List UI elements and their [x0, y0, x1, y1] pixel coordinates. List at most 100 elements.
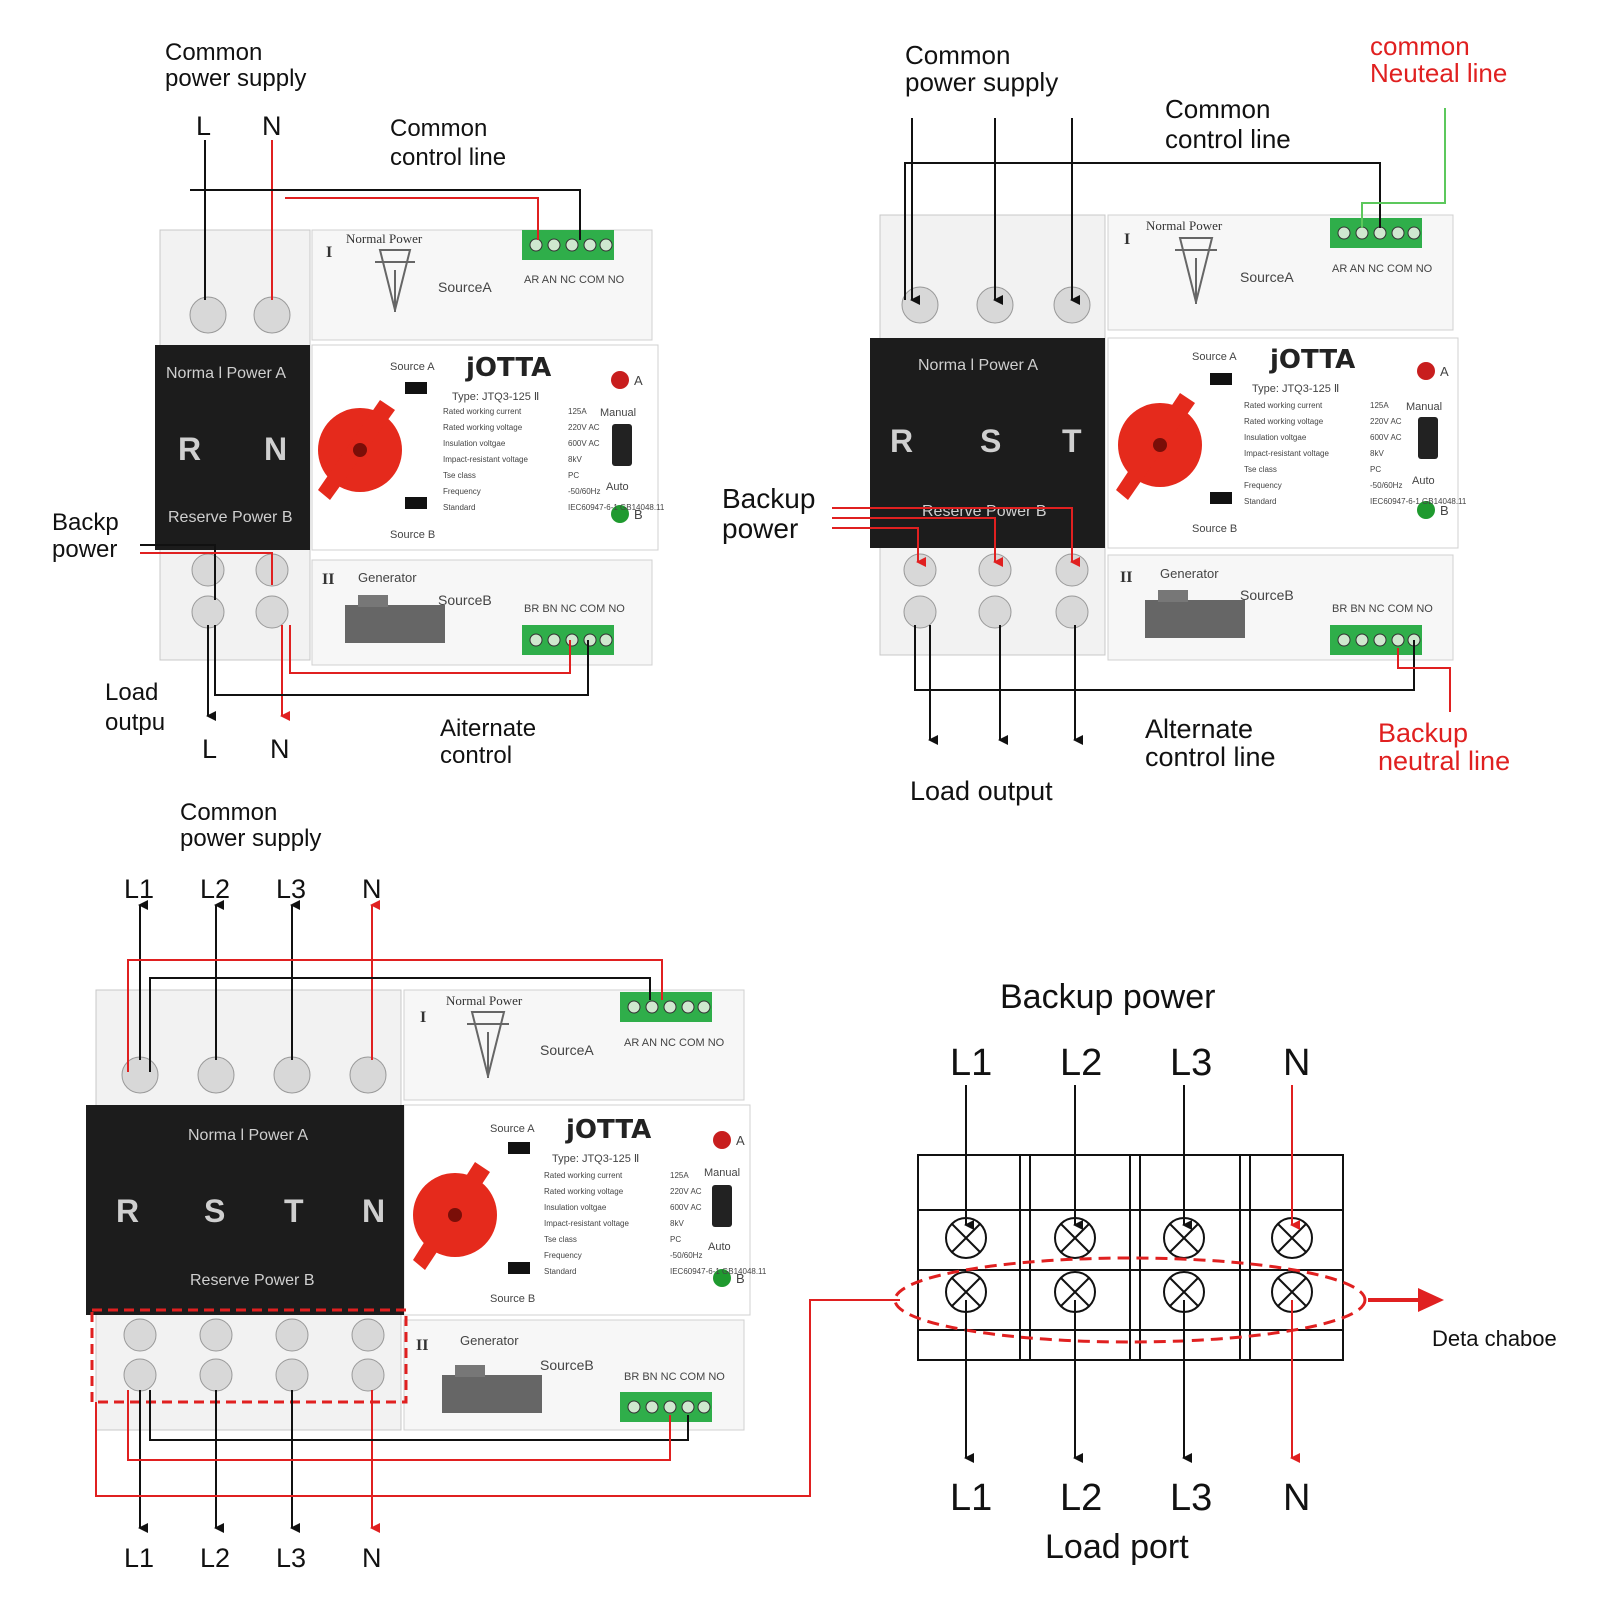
spec-name: Rated working voltage	[544, 1187, 624, 1196]
panel-3pole: Normal Power SourceA SourceB Generator A…	[722, 31, 1510, 806]
screw	[1055, 595, 1089, 629]
normal-power-a: Norma l Power A	[188, 1127, 308, 1144]
spec-name: Impact-resistant voltage	[443, 455, 528, 464]
pole-letter-t: T	[1062, 423, 1082, 459]
auto-label: Auto	[606, 481, 629, 493]
led-b	[713, 1269, 731, 1287]
p3-in-l2: L2	[200, 874, 230, 904]
spec-value: IEC60947-6-1 GB14048.11	[1370, 497, 1467, 506]
p1-load-1: Load	[105, 679, 158, 706]
screw	[275, 1318, 309, 1352]
terminal-labels-b: BR BN NC COM NO	[624, 1371, 725, 1383]
p1-common-supply-2: power supply	[165, 65, 306, 92]
spec-name: Standard	[544, 1267, 576, 1276]
roman-two: II	[322, 571, 334, 588]
p3-common-supply-2: power supply	[180, 825, 321, 852]
spec-value: 600V AC	[670, 1203, 702, 1212]
source-a-label: SourceA	[1240, 269, 1294, 285]
wires-panel4	[964, 1085, 1420, 1463]
led-a-label: A	[1440, 364, 1449, 379]
p4-load-port: Load port	[1045, 1528, 1189, 1566]
led-b	[611, 505, 629, 523]
spec-name: Frequency	[443, 487, 481, 496]
manual-auto-switch[interactable]	[712, 1185, 732, 1227]
panel-2pole: Normal Power SourceA SourceB Generator A…	[52, 39, 665, 769]
detail-box	[90, 1308, 408, 1404]
screw	[978, 595, 1012, 629]
manual-label: Manual	[704, 1167, 740, 1179]
p2-neutral-2: Neuteal line	[1370, 58, 1507, 88]
normal-power-a: Norma l Power A	[166, 365, 286, 382]
power-tower-icon	[467, 1011, 509, 1078]
spec-value: IEC60947-6-1 GB14048.11	[568, 503, 665, 512]
p1-load-2: outpu	[105, 709, 165, 736]
p2-neutral-1: common	[1370, 31, 1470, 61]
rotary-handle[interactable]	[1116, 393, 1202, 500]
spec-value: PC	[1370, 465, 1381, 474]
spec-value: -50/60Hz	[1370, 481, 1402, 490]
spec-name: Impact-resistant voltage	[1244, 449, 1329, 458]
spec-name: Tse class	[443, 471, 476, 480]
p4-title: Backup power	[1000, 978, 1215, 1016]
p3-out-l2: L2	[200, 1543, 230, 1573]
brand-logo: jOTTA	[565, 1115, 651, 1145]
brand-logo: jOTTA	[465, 353, 551, 383]
normal-power-a: Norma l Power A	[918, 357, 1038, 374]
spec-name: Frequency	[544, 1251, 582, 1260]
p2-common-supply-2: power supply	[905, 67, 1058, 97]
led-b	[1417, 501, 1435, 519]
terminal-circles-a	[627, 1000, 711, 1014]
manual-auto-switch[interactable]	[612, 424, 632, 466]
screw	[903, 595, 937, 629]
p4-bot-l1: L1	[950, 1477, 992, 1519]
terminal-labels-b: BR BN NC COM NO	[524, 603, 625, 615]
power-tower-icon	[375, 249, 415, 312]
p3-out-n: N	[362, 1543, 382, 1573]
source-a-label: SourceA	[438, 279, 492, 295]
screw	[123, 1358, 157, 1392]
rotary-handle[interactable]	[413, 1162, 497, 1270]
terminal-labels-a: AR AN NC COM NO	[524, 274, 625, 286]
p4-top-n: N	[1283, 1042, 1310, 1084]
roman-one: I	[420, 1009, 426, 1026]
wires-panel1	[140, 140, 589, 721]
screw-top-l	[189, 296, 227, 334]
spec-name: Rated working current	[1244, 401, 1323, 410]
spec-value: 220V AC	[1370, 417, 1402, 426]
panel-4pole: Normal Power SourceA SourceB Generator A…	[86, 799, 900, 1573]
p3-common-supply-1: Common	[180, 799, 277, 826]
led-b-label: B	[736, 1271, 745, 1286]
screw-bot-n	[255, 595, 289, 629]
terminal-labels-a: AR AN NC COM NO	[624, 1037, 725, 1049]
spec-value: -50/60Hz	[670, 1251, 702, 1260]
screw	[349, 1056, 387, 1094]
terminal-screws	[945, 1217, 1313, 1313]
manual-auto-switch[interactable]	[1418, 417, 1438, 459]
p2-control-2: control line	[1165, 124, 1291, 154]
p4-bot-l2: L2	[1060, 1477, 1102, 1519]
terminal-circles-a	[1337, 226, 1421, 240]
generator-label: Generator	[1160, 566, 1219, 581]
p3-out-l3: L3	[276, 1543, 306, 1573]
led-a	[1417, 362, 1435, 380]
normal-power-label: Normal Power	[446, 993, 523, 1008]
generator-label: Generator	[358, 570, 417, 585]
screw	[901, 286, 939, 324]
rotary-handle[interactable]	[318, 400, 402, 500]
spec-name: Insulation voltgae	[1244, 433, 1307, 442]
manual-label: Manual	[1406, 401, 1442, 413]
p2-load-output: Load output	[910, 776, 1053, 806]
pole-letter-t: T	[284, 1193, 304, 1229]
indicator-a	[405, 382, 427, 394]
p3-out-l1: L1	[124, 1543, 154, 1573]
source-b-label: SourceB	[540, 1357, 594, 1373]
p4-bot-l3: L3	[1170, 1477, 1212, 1519]
p1-control-2: control line	[390, 144, 506, 171]
screw-top-n	[253, 296, 291, 334]
indicator-a	[508, 1142, 530, 1154]
p3-in-n: N	[362, 874, 382, 904]
